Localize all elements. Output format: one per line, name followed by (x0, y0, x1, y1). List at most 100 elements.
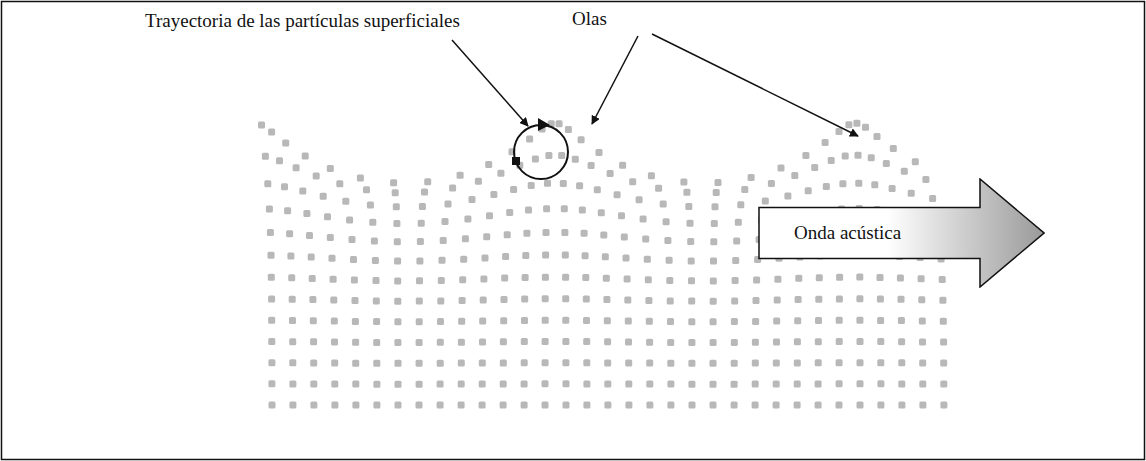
water-particle (313, 173, 320, 180)
water-particle (710, 298, 717, 305)
water-particle (857, 380, 864, 387)
water-particle (289, 338, 296, 345)
water-particle (582, 274, 589, 281)
water-particle (561, 229, 568, 236)
water-particle (268, 317, 275, 324)
water-particle (874, 133, 881, 140)
water-particle (562, 274, 569, 281)
water-particle (845, 121, 852, 128)
trajectory-arrowhead (538, 118, 550, 131)
water-particle (439, 257, 446, 264)
water-particle (373, 402, 380, 409)
water-particle (483, 233, 490, 240)
water-particle (394, 277, 401, 284)
water-particle (310, 338, 317, 345)
water-particle (437, 297, 444, 304)
water-particle (331, 318, 338, 325)
water-particle (583, 380, 590, 387)
water-particle (416, 257, 423, 264)
water-particle (282, 140, 289, 147)
water-particle (898, 317, 905, 324)
water-particle (919, 402, 926, 409)
water-particle (836, 295, 843, 302)
water-particle (563, 401, 570, 408)
water-particle (868, 154, 875, 161)
water-particle (437, 339, 444, 346)
water-particle (836, 317, 843, 324)
water-particle (350, 256, 357, 263)
water-particle (855, 180, 862, 187)
water-particle (276, 157, 283, 164)
water-particle (393, 220, 400, 227)
water-particle (289, 380, 296, 387)
water-particle (667, 360, 674, 367)
water-particle (258, 121, 265, 128)
water-particle (542, 380, 549, 387)
water-particle (648, 172, 655, 179)
water-particle (741, 186, 748, 193)
water-particle (877, 359, 884, 366)
water-particle (687, 238, 694, 245)
water-particle (560, 180, 567, 187)
water-particle (752, 381, 759, 388)
water-particle (898, 296, 905, 303)
water-particle (748, 174, 755, 181)
water-particle (449, 185, 456, 192)
water-particle (646, 360, 653, 367)
water-particle (373, 318, 380, 325)
water-particle (460, 256, 467, 263)
water-particle (856, 317, 863, 324)
water-particle (324, 213, 331, 220)
water-particle (667, 297, 674, 304)
trajectory-label: Trayectoria de las partículas superficia… (145, 10, 460, 33)
arrow-outline (759, 179, 1044, 287)
water-particle (320, 193, 327, 200)
water-particle (731, 318, 738, 325)
water-particle (919, 338, 926, 345)
water-particle (773, 339, 780, 346)
water-particle (588, 162, 595, 169)
water-particle (646, 402, 653, 409)
water-particle (752, 318, 759, 325)
water-particle (621, 233, 628, 240)
water-particle (735, 219, 742, 226)
water-particle (912, 158, 919, 165)
water-particle (480, 297, 487, 304)
water-particle (293, 164, 300, 171)
water-particle (458, 318, 465, 325)
water-particle (262, 153, 269, 160)
water-particle (543, 205, 550, 212)
water-particle (619, 162, 626, 169)
water-particle (752, 339, 759, 346)
water-particle (624, 297, 631, 304)
water-particle (773, 318, 780, 325)
water-particle (604, 380, 611, 387)
water-particle (731, 402, 738, 409)
water-particle (688, 257, 695, 264)
water-particle (490, 191, 497, 198)
water-particle (877, 380, 884, 387)
water-particle (542, 359, 549, 366)
water-particle (918, 296, 925, 303)
water-particle (264, 180, 271, 187)
water-particle (394, 257, 401, 264)
water-particle (646, 339, 653, 346)
water-particle (500, 380, 507, 387)
water-particle (857, 359, 864, 366)
water-particle (890, 145, 897, 152)
water-particle (815, 317, 822, 324)
water-particle (371, 237, 378, 244)
water-particle (497, 170, 504, 177)
water-particle (395, 381, 402, 388)
water-particle (773, 360, 780, 367)
water-particle (525, 207, 532, 214)
water-particle (458, 381, 465, 388)
water-particle (581, 230, 588, 237)
water-particle (268, 359, 275, 366)
water-particle (416, 402, 423, 409)
water-particle (562, 317, 569, 324)
water-particle (940, 339, 947, 346)
water-particle (310, 380, 317, 387)
water-particle (731, 360, 738, 367)
